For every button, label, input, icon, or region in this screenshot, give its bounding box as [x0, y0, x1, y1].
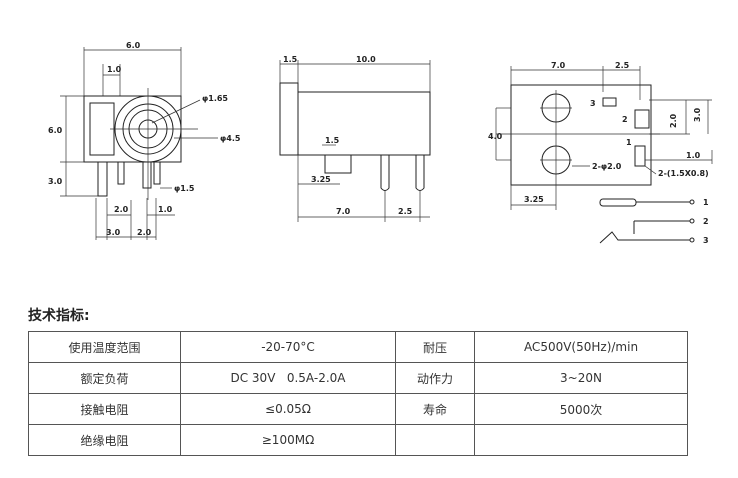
spec-value: DC 30V 0.5A-2.0A	[180, 362, 396, 394]
front-view: 6.0 1.0 6.0 3.0 φ1.65 φ4.5	[48, 41, 241, 240]
bottom-view: 7.0 2.5 4.0 3 2 1 2.0 3.0 1.0 2-φ2.0	[488, 61, 713, 210]
dim-bottom-a: 3.0	[106, 228, 121, 237]
dim-edge-offset: 3.25	[524, 195, 544, 204]
pin-label-2: 2	[622, 115, 628, 124]
schematic-pin2: 2	[703, 217, 709, 226]
dim-pin-spacing: 7.0	[336, 207, 351, 216]
table-row: 接触电阻 ≤0.05Ω 寿命 5000次	[28, 393, 688, 425]
spec-label: 额定负荷	[28, 362, 181, 394]
dim-slot-size: 2-(1.5X0.8)	[658, 169, 709, 178]
dim-front-pinlen: 3.0	[48, 177, 63, 186]
spec-value: 3~20N	[474, 362, 688, 394]
dim-pin-dia: φ1.5	[174, 184, 195, 193]
spec-value: -20-70°C	[180, 331, 396, 363]
dim-tab-width: 1.5	[325, 136, 340, 145]
dim-30: 3.0	[693, 107, 702, 122]
schematic-pin3: 3	[703, 236, 709, 245]
dim-inner-dia: φ1.65	[202, 94, 228, 103]
dim-pin-offset: 2.5	[615, 61, 630, 70]
spec-value: ≥100MΩ	[180, 424, 396, 456]
dim-front-height: 6.0	[48, 126, 63, 135]
dim-tab-offset: 3.25	[311, 175, 331, 184]
dim-hole-dia: 2-φ2.0	[592, 162, 622, 171]
dim-10: 1.0	[686, 151, 701, 160]
dim-20: 2.0	[669, 113, 678, 128]
dim-body-length: 10.0	[356, 55, 376, 64]
spec-label: 耐压	[395, 331, 475, 363]
spec-value: 5000次	[474, 393, 688, 425]
table-row: 额定负荷 DC 30V 0.5A-2.0A 动作力 3~20N	[28, 362, 688, 394]
spec-value	[474, 424, 688, 456]
spec-label: 使用温度范围	[28, 331, 181, 363]
schematic-pin1: 1	[703, 198, 709, 207]
dim-bottom-b: 2.0	[137, 228, 152, 237]
spec-value: AC500V(50Hz)/min	[474, 331, 688, 363]
dim-pitch-b: 1.0	[158, 205, 173, 214]
spec-table: 使用温度范围 -20-70°C 耐压 AC500V(50Hz)/min 额定负荷…	[28, 331, 688, 456]
dim-hole-spacing: 7.0	[551, 61, 566, 70]
dim-front-offset: 1.0	[107, 65, 122, 74]
dim-front-lip: 1.5	[283, 55, 298, 64]
pin-label-1: 1	[626, 138, 632, 147]
spec-label: 绝缘电阻	[28, 424, 181, 456]
pin-label-3: 3	[590, 99, 596, 108]
technical-drawing: 6.0 1.0 6.0 3.0 φ1.65 φ4.5	[48, 41, 713, 245]
spec-value: ≤0.05Ω	[180, 393, 396, 425]
spec-label	[395, 424, 475, 456]
table-row: 使用温度范围 -20-70°C 耐压 AC500V(50Hz)/min	[28, 331, 688, 363]
spec-label: 寿命	[395, 393, 475, 425]
spec-label: 动作力	[395, 362, 475, 394]
spec-title: 技术指标:	[28, 308, 90, 324]
table-row: 绝缘电阻 ≥100MΩ	[28, 424, 688, 456]
schematic-symbol: 1 2 3	[599, 198, 709, 245]
dim-outer-dia: φ4.5	[220, 134, 241, 143]
dim-pin-gap: 2.5	[398, 207, 413, 216]
side-view: 1.5 10.0 1.5 3.25 7.0 2.5	[279, 55, 431, 222]
dim-pitch-a: 2.0	[114, 205, 129, 214]
dim-width: 4.0	[488, 132, 503, 141]
spec-label: 接触电阻	[28, 393, 181, 425]
dim-front-width: 6.0	[126, 41, 141, 50]
